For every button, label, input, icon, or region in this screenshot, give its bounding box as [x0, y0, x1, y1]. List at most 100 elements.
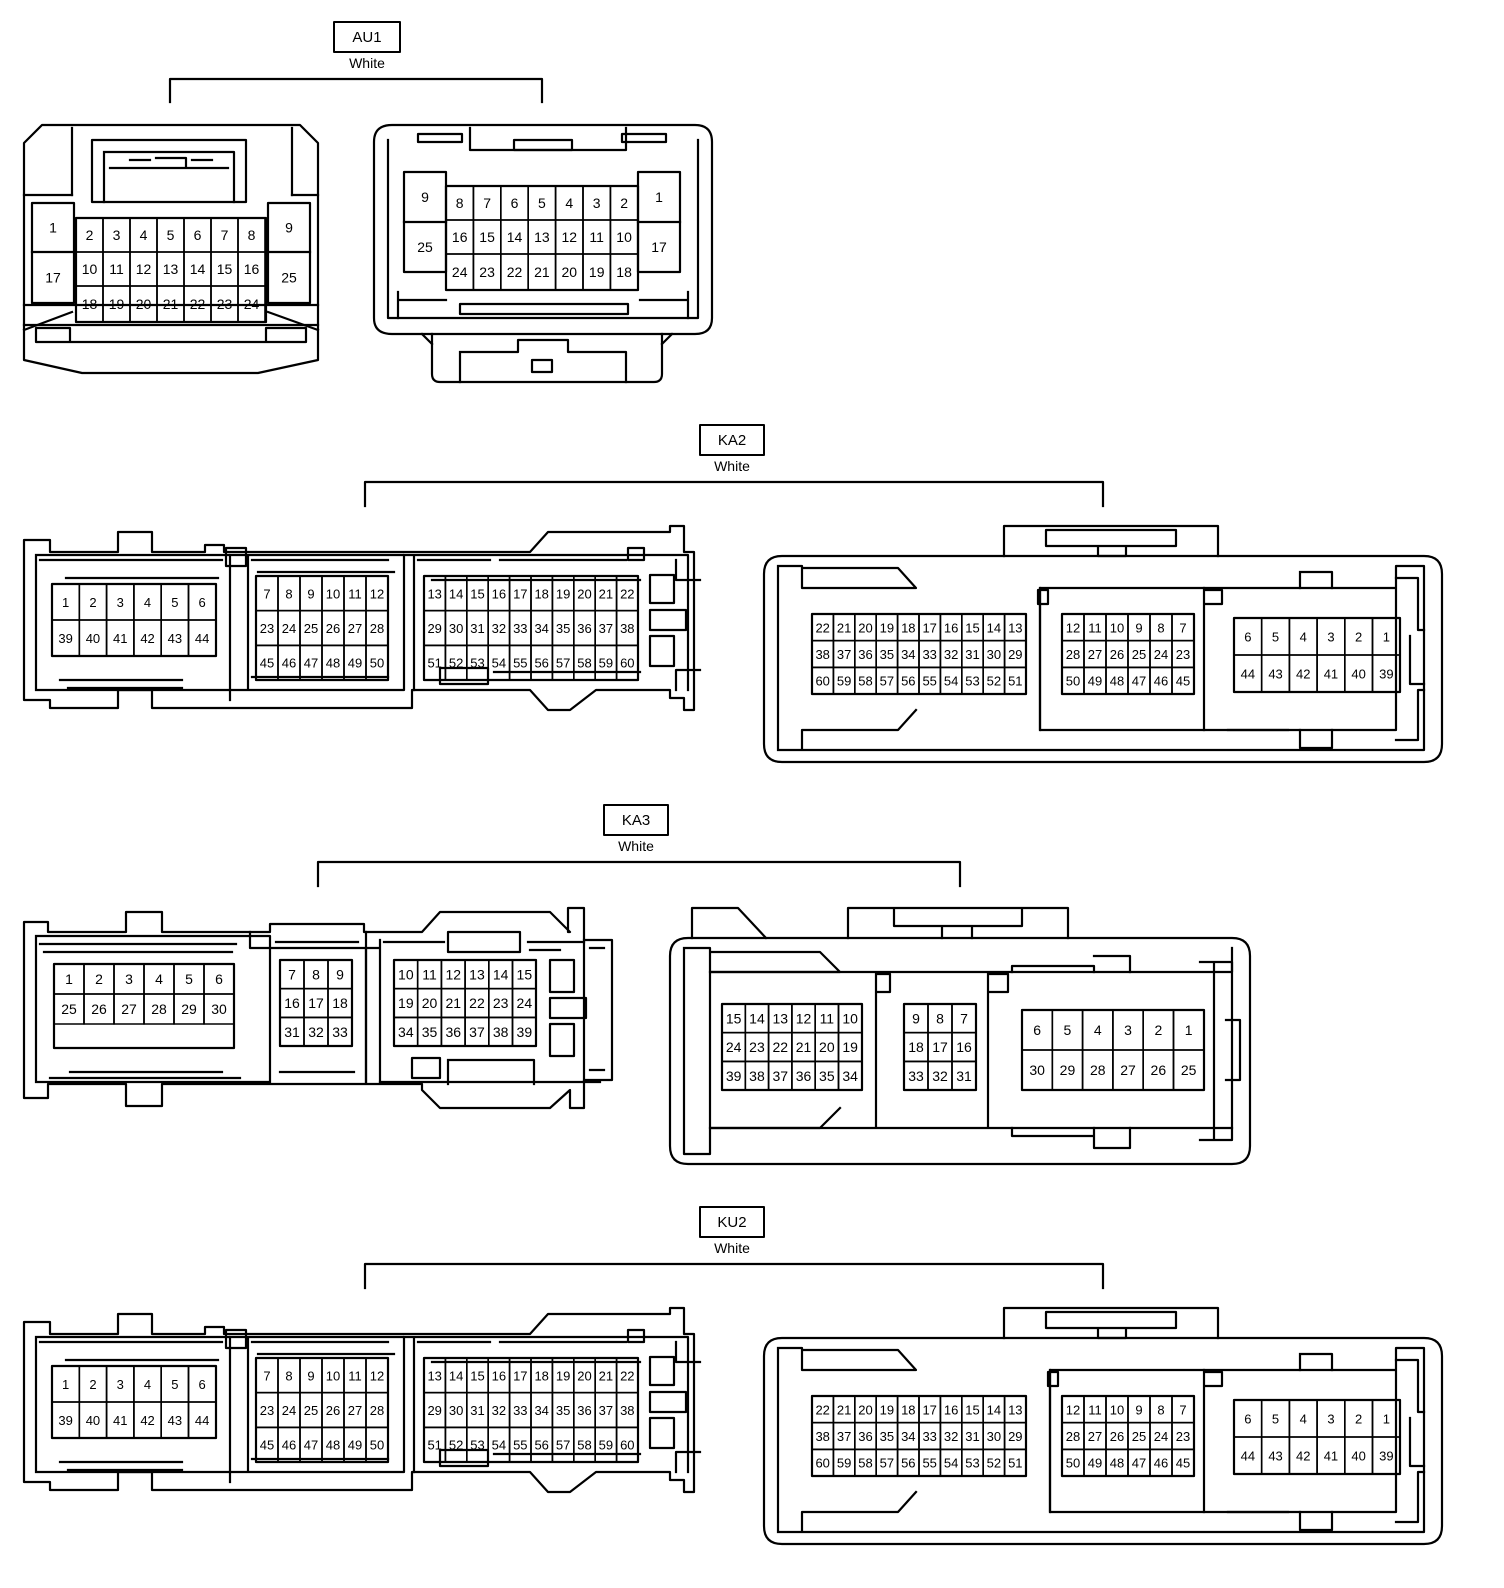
- male-connector-ka3: [668, 906, 1252, 1166]
- pin-number: 11: [1088, 620, 1102, 635]
- pin-number: 22: [815, 620, 829, 635]
- pin-number: 51: [427, 656, 441, 671]
- pin-number: 48: [326, 656, 340, 671]
- pin-number: 23: [1176, 647, 1190, 662]
- pin-number: 7: [1179, 620, 1186, 635]
- pin-number: 16: [956, 1039, 972, 1055]
- pin-cell: [365, 1426, 389, 1463]
- pin-number: 44: [1241, 1449, 1255, 1464]
- pin-number: 34: [901, 1429, 915, 1444]
- connector-bracket: [316, 860, 962, 888]
- pin-number: 33: [908, 1068, 924, 1084]
- pin-number: 29: [181, 1001, 197, 1017]
- pin-number: 26: [1151, 1062, 1167, 1078]
- pin-number: 43: [168, 631, 182, 646]
- pin-number: 22: [507, 264, 523, 280]
- connector-label-box: [333, 21, 401, 53]
- pin-number: 18: [82, 296, 98, 312]
- pin-number: 18: [616, 264, 632, 280]
- pin-number: 33: [513, 621, 527, 636]
- pin-number: 49: [348, 656, 362, 671]
- pin-number: 10: [1110, 620, 1124, 635]
- pin-number: 57: [556, 1438, 570, 1453]
- pin-number: 19: [880, 1402, 894, 1417]
- pin-number: 19: [398, 995, 414, 1011]
- pin-number: 60: [620, 656, 634, 671]
- pin-number: 33: [332, 1024, 348, 1040]
- pin-cell: [1171, 1448, 1195, 1477]
- pin-cell: [837, 1060, 863, 1091]
- pin-number: 39: [58, 631, 72, 646]
- pin-number: 24: [282, 1403, 296, 1418]
- pin-number: 3: [1124, 1022, 1132, 1038]
- pin-number: 15: [726, 1010, 742, 1026]
- pin-number: 23: [217, 296, 233, 312]
- pin-number: 25: [1132, 647, 1146, 662]
- pin-number: 48: [1110, 674, 1124, 689]
- pin-number: 57: [556, 656, 570, 671]
- pin-number: 7: [263, 1368, 270, 1383]
- pin-number: 17: [932, 1039, 948, 1055]
- pin-number: 11: [589, 229, 604, 245]
- pin-number: 35: [556, 1403, 570, 1418]
- pin-number: 23: [749, 1039, 765, 1055]
- pin-number: 7: [483, 195, 491, 211]
- pin-number: 13: [534, 229, 550, 245]
- pin-number: 3: [125, 971, 133, 987]
- connector-label: KA2: [718, 432, 746, 449]
- pin-number: 35: [556, 621, 570, 636]
- pin-number: 24: [1154, 647, 1168, 662]
- pin-number: 41: [1324, 1449, 1338, 1464]
- pin-number: 24: [726, 1039, 742, 1055]
- pin-number: 8: [1157, 1402, 1164, 1417]
- pin-number: 10: [82, 261, 98, 277]
- pin-number: 20: [577, 586, 591, 601]
- pin-number: 13: [469, 966, 485, 982]
- connector-bracket: [168, 77, 544, 104]
- pin-number: 59: [837, 674, 851, 689]
- pin-number: 29: [1008, 1429, 1022, 1444]
- pin-number: 3: [1327, 1412, 1334, 1427]
- pin-number: 22: [772, 1039, 788, 1055]
- pin-number: 25: [417, 239, 433, 255]
- pin-number: 43: [168, 1413, 182, 1428]
- male-connector-ku2: [762, 1306, 1444, 1546]
- female-connector-au1: [22, 123, 320, 375]
- pin-number: 12: [796, 1010, 812, 1026]
- pin-number: 42: [140, 1413, 154, 1428]
- pin-number: 31: [965, 647, 979, 662]
- pin-number: 36: [577, 621, 591, 636]
- pin-number: 41: [113, 631, 127, 646]
- pin-number: 6: [194, 227, 202, 243]
- pin-number: 8: [285, 586, 292, 601]
- pin-number: 11: [1088, 1402, 1102, 1417]
- pin-number: 18: [901, 1402, 915, 1417]
- pin-number: 26: [326, 621, 340, 636]
- pin-number: 52: [987, 1456, 1001, 1471]
- pin-number: 16: [492, 586, 506, 601]
- pin-number: 50: [370, 1438, 384, 1453]
- pin-cell: [203, 993, 235, 1025]
- pin-number: 31: [284, 1024, 300, 1040]
- pin-number: 55: [922, 674, 936, 689]
- connector-color: White: [714, 1240, 750, 1256]
- pin-number: 36: [577, 1403, 591, 1418]
- pin-number: 42: [1296, 1449, 1310, 1464]
- pin-number: 49: [1088, 674, 1102, 689]
- pin-number: 8: [285, 1368, 292, 1383]
- pin-number: 24: [1154, 1429, 1168, 1444]
- pin-number: 33: [922, 647, 936, 662]
- pin-number: 2: [89, 1377, 96, 1392]
- pin-number: 39: [58, 1413, 72, 1428]
- pin-number: 20: [136, 296, 152, 312]
- pin-cell: [187, 1401, 217, 1439]
- pin-number: 23: [260, 621, 274, 636]
- pin-number: 49: [348, 1438, 362, 1453]
- pin-number: 23: [260, 1403, 274, 1418]
- pin-number: 27: [1120, 1062, 1136, 1078]
- pin-number: 34: [534, 1403, 548, 1418]
- pin-number: 8: [1157, 620, 1164, 635]
- pin-number: 35: [422, 1024, 438, 1040]
- pin-number: 10: [398, 966, 414, 982]
- pin-number: 59: [599, 1438, 613, 1453]
